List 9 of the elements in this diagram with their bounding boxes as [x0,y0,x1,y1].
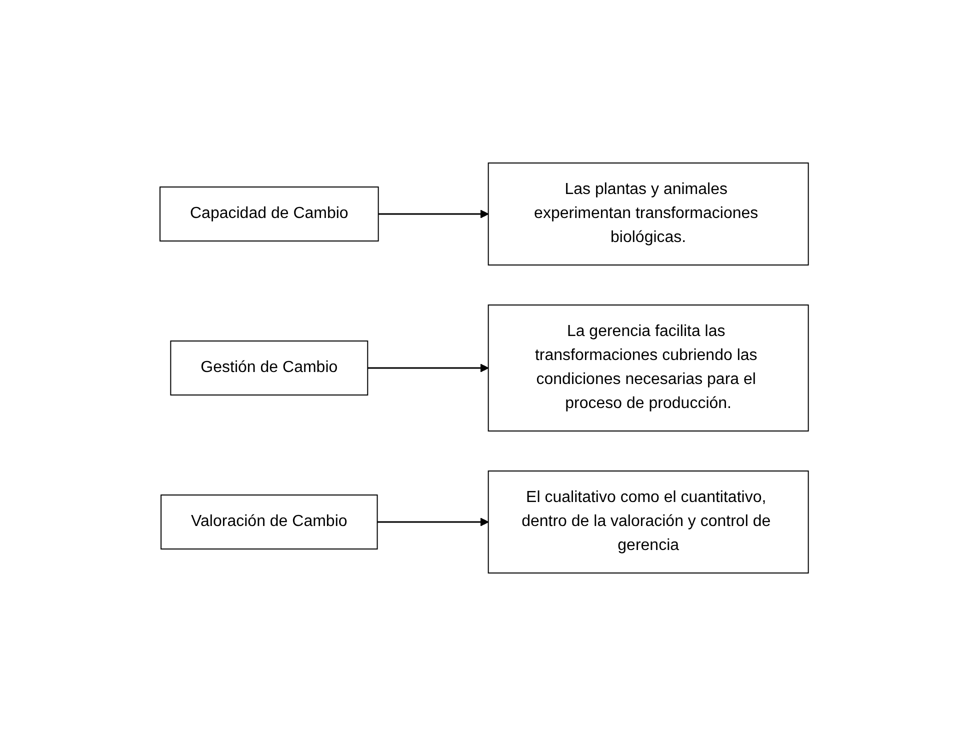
node-box: Gestión de Cambio [170,340,368,396]
node-box: El cualitativo como el cuantitativo, dentro de la valoración y control de gerencia [488,470,810,574]
node-box: Las plantas y animales experimentan transformaciones biológicas. [488,162,810,266]
node-box: Valoración de Cambio [160,494,378,550]
arrow [378,518,490,526]
arrow [378,210,490,218]
node-box: La gerencia facilita las transformaciones cubriendo las condiciones necesarias para el proceso de producción. [488,304,810,432]
node-box: Capacidad de Cambio [160,186,380,242]
arrow [368,364,490,372]
